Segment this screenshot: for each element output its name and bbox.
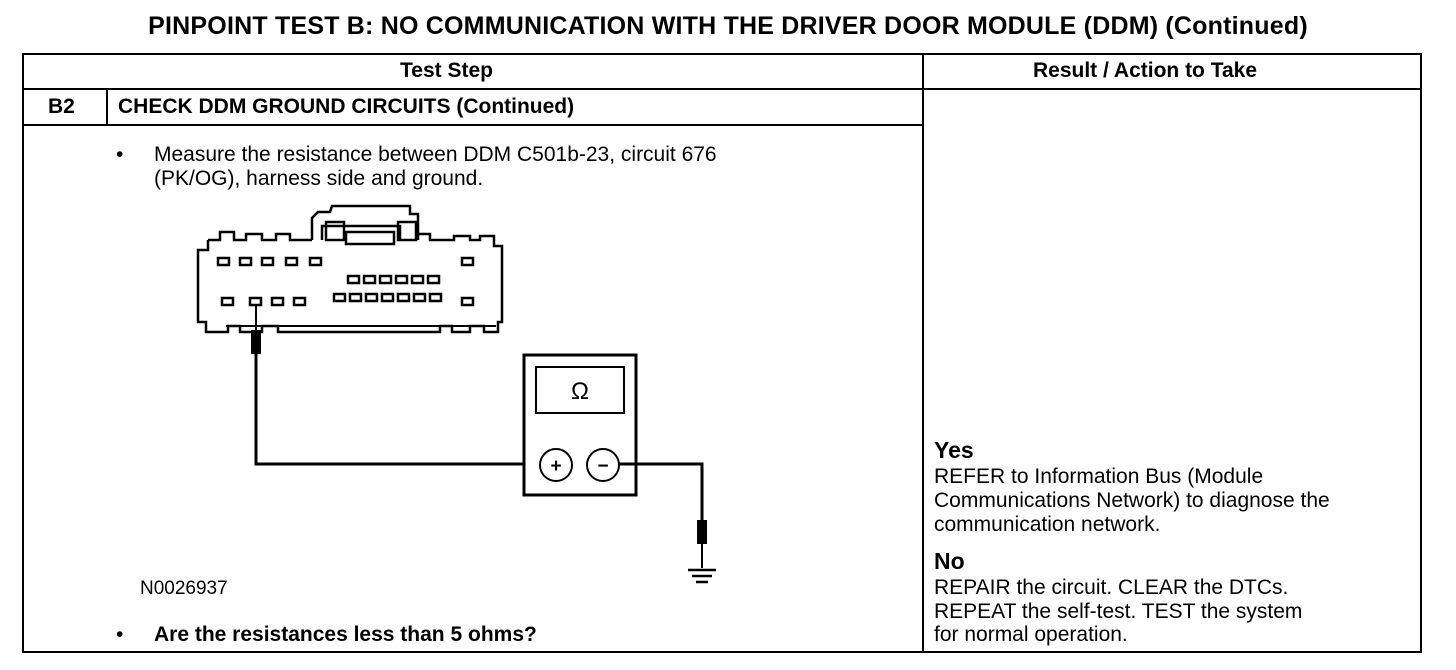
pinpoint-test-table: Test Step Result / Action to Take B2 CHE… — [22, 53, 1422, 653]
plus-symbol: + — [550, 456, 561, 477]
figure-id: N0026937 — [140, 578, 228, 599]
negative-lead-wire — [619, 462, 704, 520]
header-test-step: Test Step — [400, 59, 493, 82]
column-divider — [922, 55, 924, 651]
instruction-bullet: • — [116, 143, 124, 166]
step-id: B2 — [48, 95, 75, 118]
no-label: No — [934, 548, 965, 574]
question-bullet: • — [116, 623, 124, 646]
yes-label: Yes — [934, 437, 974, 463]
header-divider — [24, 88, 1420, 90]
positive-lead-wire — [254, 354, 540, 466]
page-title: PINPOINT TEST B: NO COMMUNICATION WITH T… — [148, 12, 1308, 40]
no-text-line-3: for normal operation. — [934, 623, 1128, 646]
step-title-divider — [24, 124, 922, 126]
connector-illustration — [196, 204, 504, 334]
ohm-symbol: Ω — [571, 378, 589, 405]
no-text-line-2: REPEAT the self-test. TEST the system — [934, 600, 1303, 623]
connector-probe — [251, 305, 261, 354]
instruction-line-1: Measure the resistance between DDM C501b… — [154, 143, 717, 166]
minus-symbol: − — [597, 456, 608, 477]
ohmmeter: Ω + − — [522, 353, 638, 497]
positive-terminal — [539, 448, 573, 482]
yes-text-line-3: communication network. — [934, 513, 1161, 536]
header-result-action: Result / Action to Take — [1033, 59, 1258, 82]
step-title: CHECK DDM GROUND CIRCUITS (Continued) — [118, 95, 575, 118]
step-id-divider — [106, 88, 108, 124]
question-text: Are the resistances less than 5 ohms? — [154, 623, 537, 646]
ground-icon — [688, 568, 716, 584]
instruction-line-2: (PK/OG), harness side and ground. — [154, 167, 484, 190]
yes-text-line-2: Communications Network) to diagnose the — [934, 489, 1330, 512]
no-text-line-1: REPAIR the circuit. CLEAR the DTCs. — [934, 576, 1289, 599]
ground-probe — [697, 520, 707, 568]
yes-text-line-1: REFER to Information Bus (Module — [934, 465, 1264, 488]
